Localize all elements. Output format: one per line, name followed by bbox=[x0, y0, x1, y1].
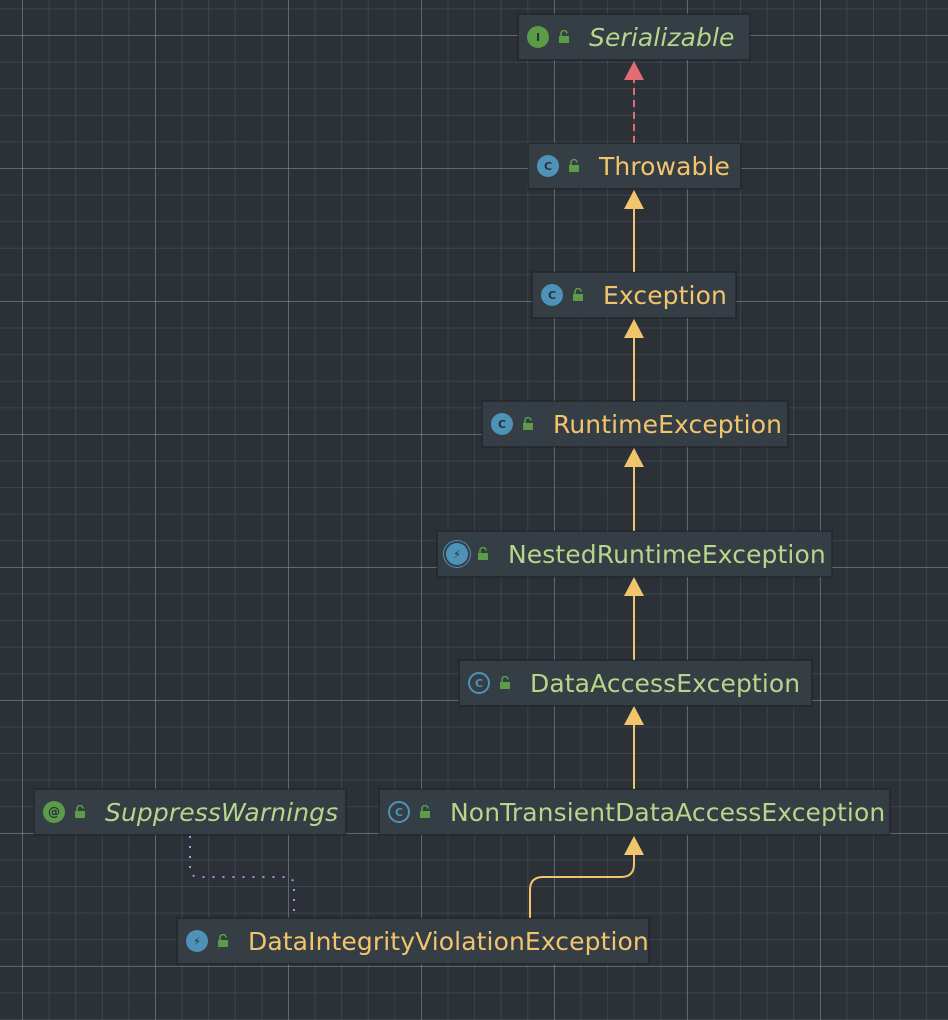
class-icon: C bbox=[491, 413, 513, 435]
extends-arrowhead bbox=[624, 577, 644, 596]
extends-arrowhead bbox=[624, 836, 644, 855]
extends-edge bbox=[529, 853, 635, 918]
node-suppress-warnings[interactable]: @ SuppressWarnings bbox=[34, 789, 346, 835]
node-data-access-exception[interactable]: C DataAccessException bbox=[459, 660, 812, 706]
node-label: Serializable bbox=[589, 22, 735, 52]
abstract-class-icon: C bbox=[388, 801, 410, 823]
extends-arrowhead bbox=[624, 448, 644, 467]
annotation-edge bbox=[189, 836, 295, 918]
node-label: DataAccessException bbox=[530, 668, 801, 698]
interface-icon: I bbox=[527, 26, 549, 48]
extends-arrowhead bbox=[624, 190, 644, 209]
node-data-integrity-violation-exception[interactable]: ⚡ DataIntegrityViolationException bbox=[177, 918, 649, 964]
extends-arrowhead bbox=[624, 319, 644, 338]
public-visibility-icon bbox=[523, 417, 533, 430]
node-runtime-exception[interactable]: C RuntimeException bbox=[482, 401, 788, 447]
node-throwable[interactable]: C Throwable bbox=[528, 143, 741, 189]
public-visibility-icon bbox=[500, 676, 510, 689]
node-serializable[interactable]: I Serializable bbox=[518, 14, 750, 60]
public-visibility-icon bbox=[569, 159, 579, 172]
node-nested-runtime-exception[interactable]: ⚡ NestedRuntimeException bbox=[437, 531, 832, 577]
exception-icon: ⚡ bbox=[186, 930, 208, 952]
public-visibility-icon bbox=[573, 288, 583, 301]
node-label: RuntimeException bbox=[553, 409, 783, 439]
public-visibility-icon bbox=[478, 547, 488, 560]
node-label: NestedRuntimeException bbox=[508, 539, 826, 569]
node-label: Exception bbox=[603, 280, 727, 310]
node-exception[interactable]: C Exception bbox=[532, 272, 736, 318]
extends-arrowhead bbox=[624, 706, 644, 725]
annotation-icon: @ bbox=[43, 801, 65, 823]
class-icon: C bbox=[541, 284, 563, 306]
node-label: DataIntegrityViolationException bbox=[248, 926, 649, 956]
public-visibility-icon bbox=[559, 30, 569, 43]
node-non-transient-data-access-exception[interactable]: C NonTransientDataAccessException bbox=[379, 789, 890, 835]
abstract-class-icon: C bbox=[468, 672, 490, 694]
node-label: SuppressWarnings bbox=[105, 797, 339, 827]
public-visibility-icon bbox=[218, 934, 228, 947]
abstract-exception-icon: ⚡ bbox=[446, 543, 468, 565]
class-icon: C bbox=[537, 155, 559, 177]
public-visibility-icon bbox=[75, 805, 85, 818]
node-label: NonTransientDataAccessException bbox=[450, 797, 886, 827]
implements-arrowhead bbox=[624, 61, 644, 80]
public-visibility-icon bbox=[420, 805, 430, 818]
node-label: Throwable bbox=[599, 151, 731, 181]
